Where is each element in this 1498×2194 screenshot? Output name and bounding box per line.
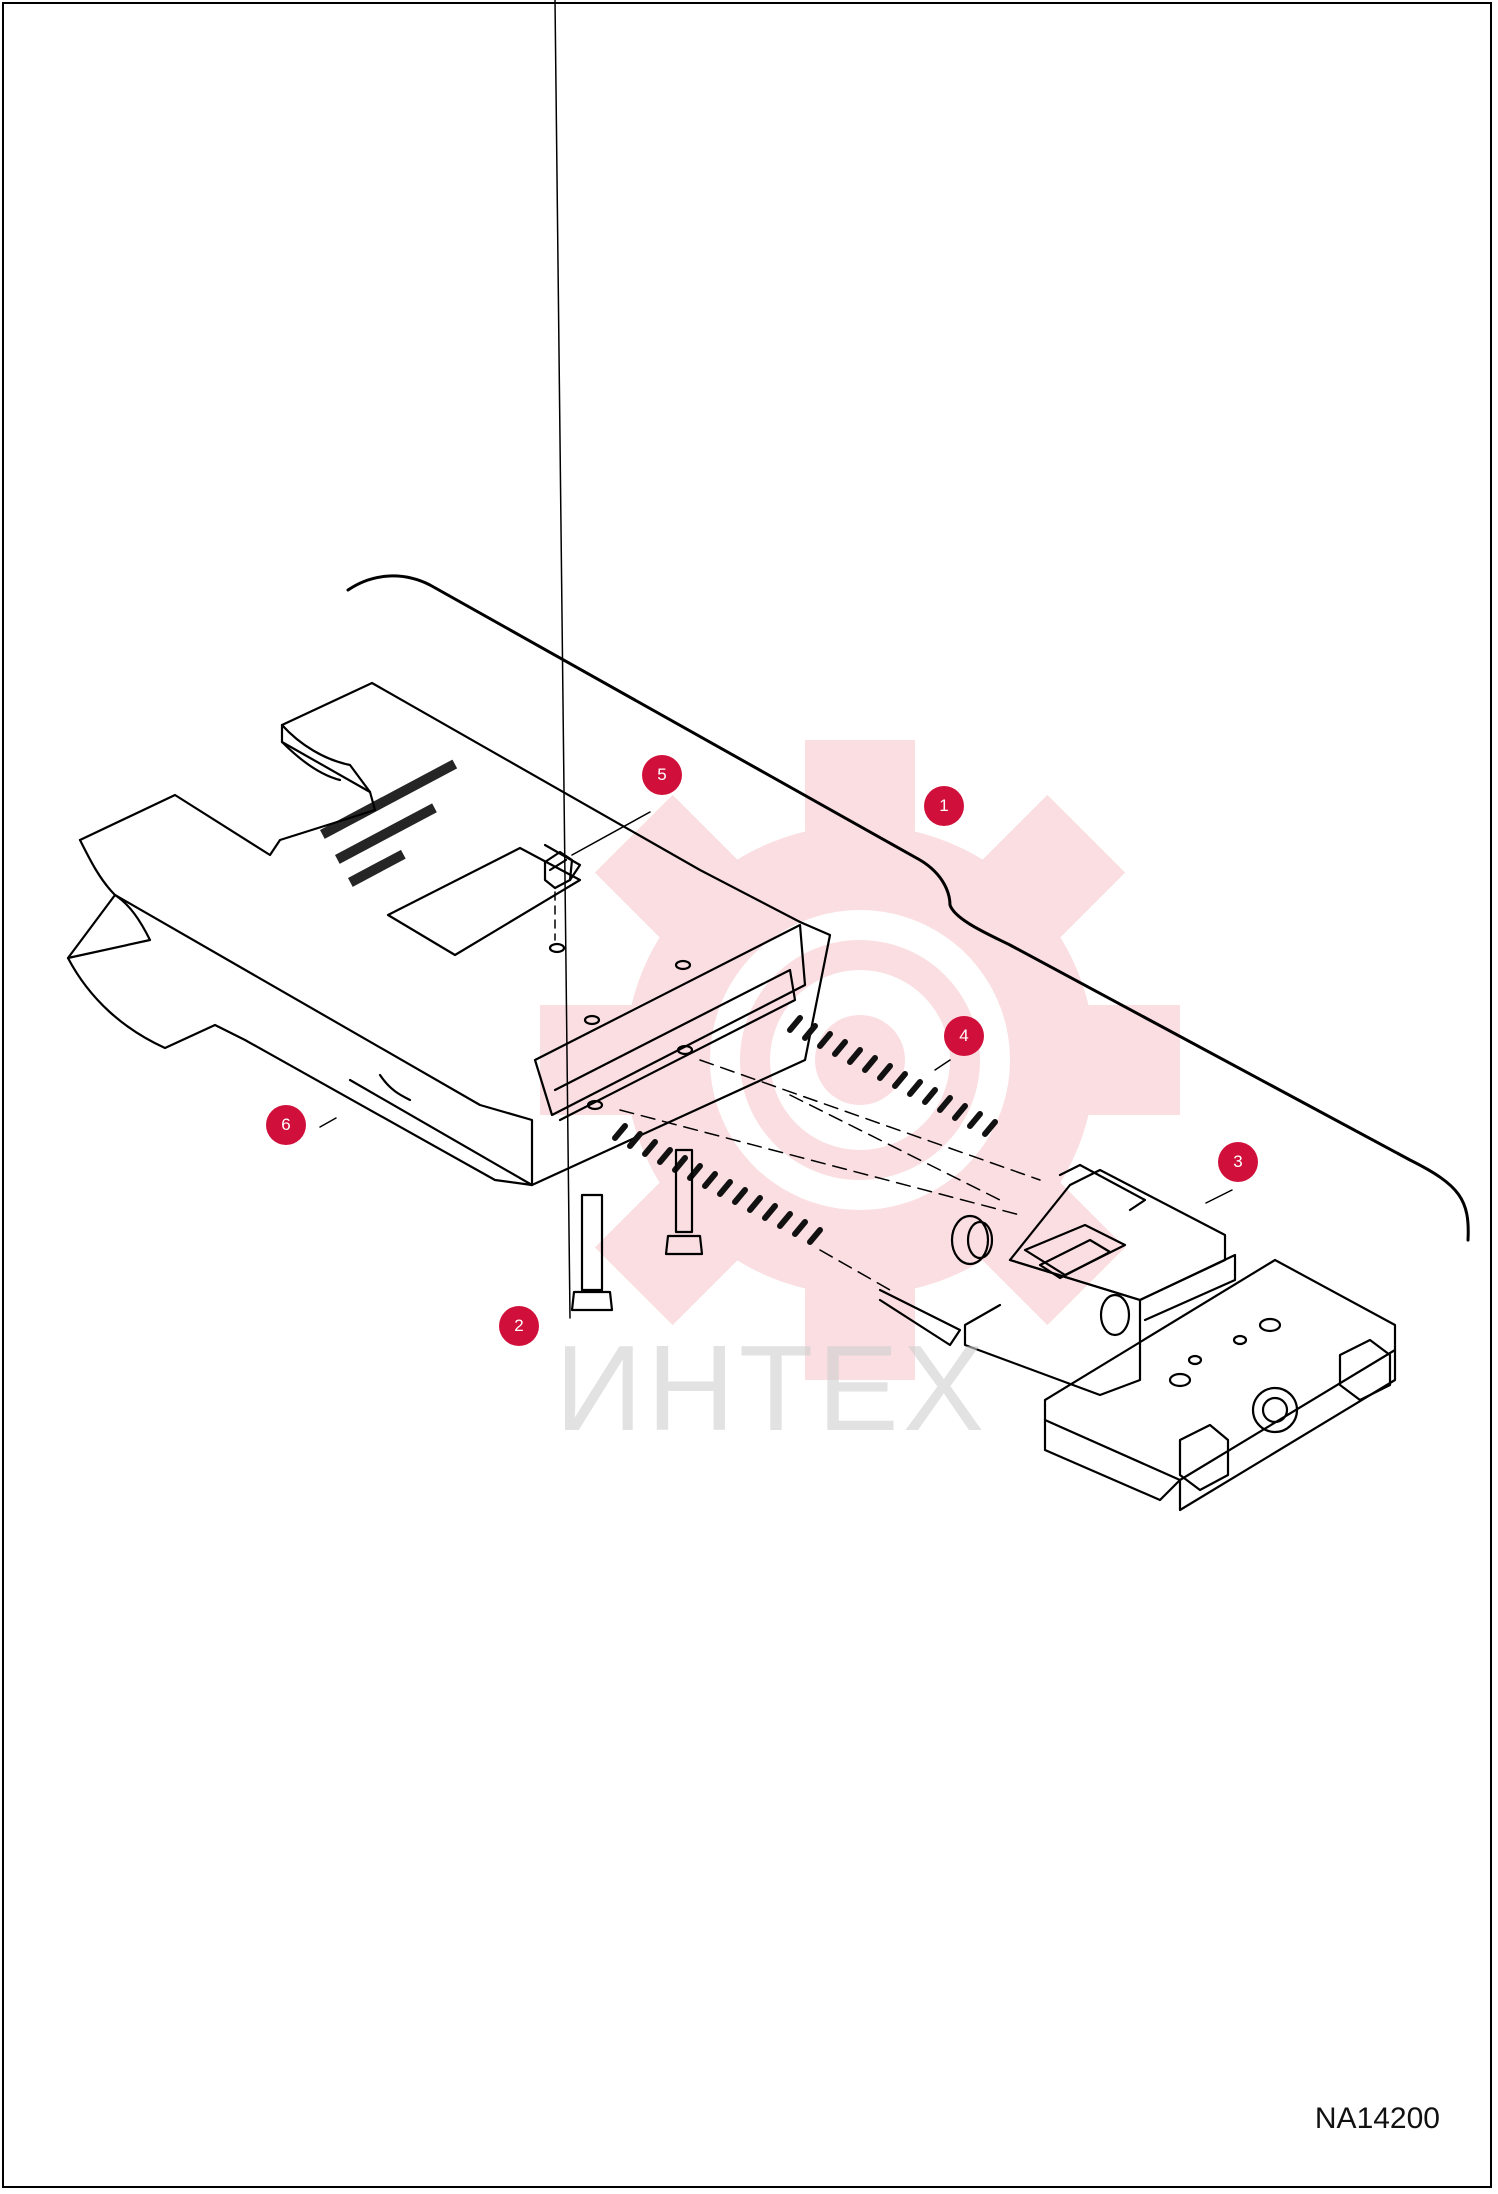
callout-5[interactable]: 5	[642, 755, 682, 795]
leader-lines	[319, 1059, 951, 1128]
spring-lower-part	[612, 1123, 823, 1245]
callout-6[interactable]: 6	[266, 1105, 306, 1145]
coupler-assembly-part	[878, 1163, 1397, 1512]
callout-4[interactable]: 4	[944, 1016, 984, 1056]
spring-upper-part	[787, 1015, 998, 1137]
callout-2[interactable]: 2	[499, 1306, 539, 1346]
center-lines	[619, 1059, 1041, 1291]
main-frame-part	[66, 681, 832, 1187]
assembly-bracket	[346, 574, 1470, 1242]
grease-fitting-part	[543, 811, 651, 941]
bolt-part	[554, 0, 704, 1319]
drawing-code: NA14200	[1314, 2102, 1440, 2135]
callout-3[interactable]: 3	[1218, 1142, 1258, 1182]
watermark-gear-icon	[540, 740, 1180, 1380]
watermark-text: ИНТЕХ	[555, 1320, 989, 1456]
callout-1[interactable]: 1	[924, 786, 964, 826]
